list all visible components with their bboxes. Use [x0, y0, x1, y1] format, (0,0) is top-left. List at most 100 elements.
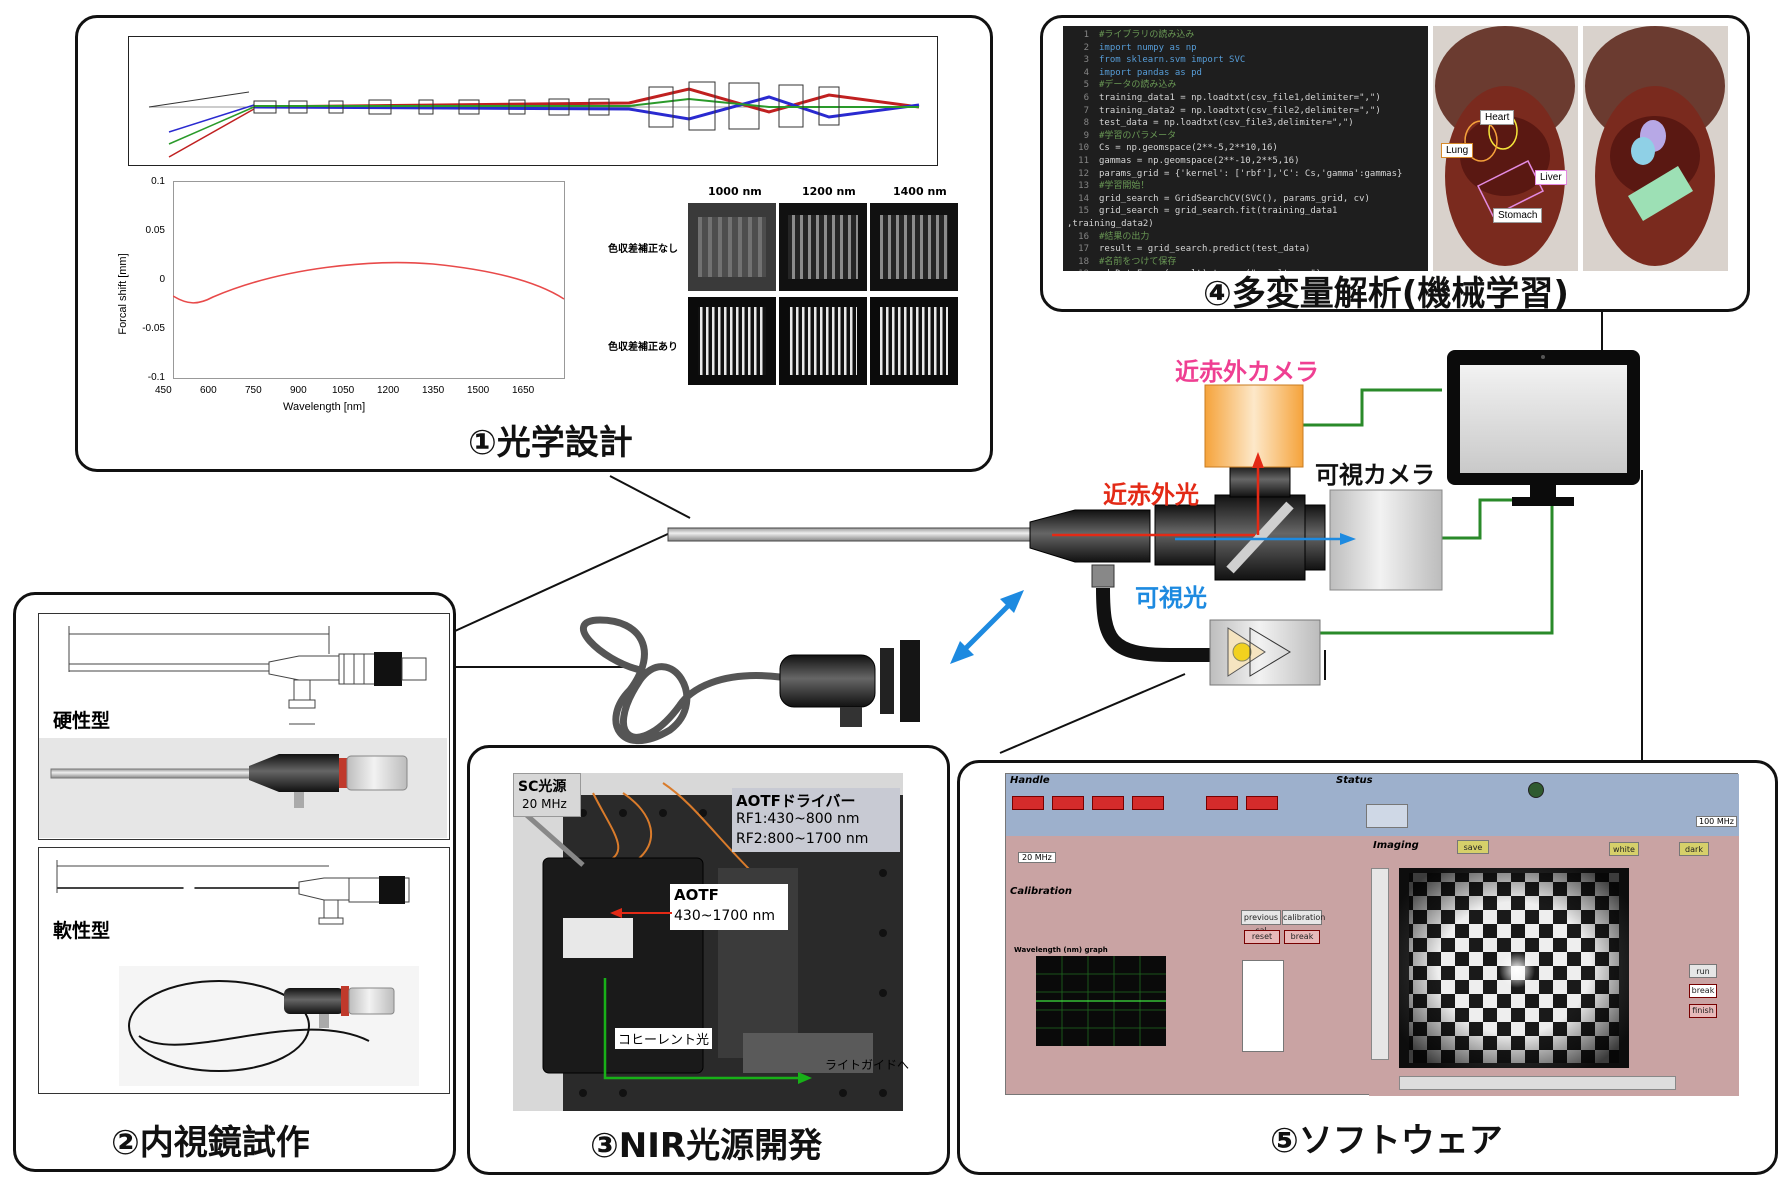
nir-camera — [1204, 384, 1304, 468]
sc-button[interactable] — [1206, 796, 1238, 810]
double-arrow — [950, 590, 1024, 664]
machine-learning-title: ④多変量解析(機械学習) — [1203, 274, 1569, 314]
visible-camera — [1329, 489, 1443, 591]
white-button[interactable]: white — [1609, 842, 1639, 856]
y-tick: -0.1 — [147, 372, 165, 383]
row-label-with-correction: 色収差補正あり — [608, 342, 678, 353]
flexible-endoscope-card: 軟性型 — [38, 847, 450, 1094]
finish-button[interactable]: finish — [1689, 1004, 1717, 1018]
x-tick: 900 — [290, 385, 307, 396]
row-label-without-correction: 色収差補正なし — [608, 244, 678, 255]
optical-design-title: ①光学設計 — [468, 423, 633, 463]
nir-light-label: 近赤外光 — [1103, 481, 1199, 509]
aotf-driver-title: AOTFドライバー — [736, 792, 856, 810]
optotune-button[interactable] — [1092, 796, 1124, 810]
graph-title: Wavelength (nm) graph — [1014, 946, 1108, 954]
dichroic-mirror — [1226, 501, 1294, 574]
imaging-break-button[interactable]: break — [1689, 984, 1717, 998]
y-tick: 0.1 — [151, 176, 165, 187]
dark-button[interactable]: dark — [1679, 842, 1709, 856]
status-display — [1366, 804, 1408, 828]
x-tick: 1500 — [467, 385, 490, 396]
status-section-title: Status — [1336, 775, 1373, 786]
code-line: 18#名前をつけて保存 — [1078, 256, 1177, 267]
code-line: 1#ライブラリの読み込み — [1083, 30, 1195, 40]
flexible-type-label: 軟性型 — [53, 920, 111, 942]
y-tick: -0.05 — [142, 323, 165, 334]
imaging-section-title: Imaging — [1373, 840, 1419, 851]
light-guide-label: ライトガイドへ — [825, 1058, 910, 1072]
aotf-driver-rf1: RF1:430~800 nm — [736, 811, 860, 827]
status-light-icon — [1528, 782, 1544, 798]
break-button[interactable]: break — [1284, 930, 1320, 944]
reset-button[interactable]: reset — [1244, 930, 1280, 944]
calibration-button[interactable]: calibration — [1282, 910, 1325, 925]
y-tick: 0 — [159, 274, 165, 285]
x-tick: 750 — [245, 385, 262, 396]
x-axis-label: Wavelength [nm] — [283, 401, 366, 413]
beam-arrows — [603, 908, 812, 1084]
rigid-endoscope-card: 硬性型 — [38, 613, 450, 840]
aotf-driver-rf2: RF2:800~1700 nm — [736, 831, 869, 847]
x-tick: 1350 — [422, 385, 445, 396]
focal-shift-graph: Forcal shift [mm] 0.1 0.05 0 -0.05 -0.1 … — [103, 173, 623, 438]
software-panel: Handle Status 100 MHz 20 MHz Calibration… — [957, 760, 1778, 1175]
software-screenshot: Handle Status 100 MHz 20 MHz Calibration… — [1005, 773, 1739, 1096]
code-line: 19pd.DataFrame(result).to_csv("result.cs… — [1067, 268, 1424, 271]
rf1-button[interactable] — [1012, 796, 1044, 810]
nir-light-source-panel: SC光源 20 MHz AOTFドライバー RF1:430~800 nm RF2… — [467, 745, 950, 1175]
organ-classification-result — [1583, 26, 1728, 271]
wavelength-header: 1000 nm — [708, 185, 762, 198]
aotf-driver-box: AOTFドライバー RF1:430~800 nm RF2:800~1700 nm — [732, 788, 900, 852]
previous-cal-button[interactable]: previous cal — [1241, 910, 1281, 935]
lens-ray-trace — [128, 36, 938, 166]
x-tick: 450 — [155, 385, 172, 396]
progress-bar — [1399, 1076, 1676, 1090]
coherent-light-label: コヒーレント光 — [615, 1028, 713, 1049]
endoscope-rod — [667, 527, 1039, 542]
calibration-section-title: Calibration — [1010, 886, 1072, 897]
run-button[interactable]: run — [1689, 964, 1717, 978]
nir-light-source-title: ③NIR光源開発 — [590, 1126, 823, 1166]
light-source-photo — [513, 773, 903, 1111]
aotf-box: AOTF 430~1700 nm — [670, 884, 788, 930]
organ-label-lung: Lung — [1441, 143, 1474, 158]
array-button[interactable] — [1132, 796, 1164, 810]
light-guide-cable — [1096, 587, 1215, 662]
y-tick: 0.05 — [145, 225, 165, 236]
wavelength-header: 1200 nm — [802, 185, 856, 198]
monitor — [1447, 350, 1640, 506]
handle-bar: Handle Status 100 MHz — [1006, 774, 1739, 836]
focal-shift-plot — [173, 181, 565, 379]
aotf-title: AOTF — [674, 886, 719, 904]
rigid-endoscope-drawing — [68, 626, 427, 725]
handle-section-title: Handle — [1010, 775, 1050, 786]
organ-label-liver: Liver — [1535, 170, 1567, 185]
imaging-region: Imaging save white dark — [1369, 836, 1739, 1096]
x-tick: 600 — [200, 385, 217, 396]
connector-lines — [454, 312, 1643, 760]
sc-source-label: SC光源 — [518, 779, 567, 795]
flexible-endoscope-photo — [119, 966, 419, 1086]
x-tick: 1200 — [377, 385, 400, 396]
footswitch-button[interactable] — [1246, 796, 1278, 810]
rf2-button[interactable] — [1052, 796, 1084, 810]
flexible-endoscope-drawing-2d — [56, 860, 410, 925]
visible-camera-label: 可視カメラ — [1315, 461, 1435, 489]
sc-rate-display: 100 MHz — [1696, 816, 1737, 827]
imaging-save-button[interactable]: save — [1457, 840, 1489, 854]
wavelength-header: 1400 nm — [893, 185, 947, 198]
wavelength-graph — [1036, 956, 1166, 1046]
endoscope-prototype-title: ②内視鏡試作 — [111, 1123, 310, 1163]
